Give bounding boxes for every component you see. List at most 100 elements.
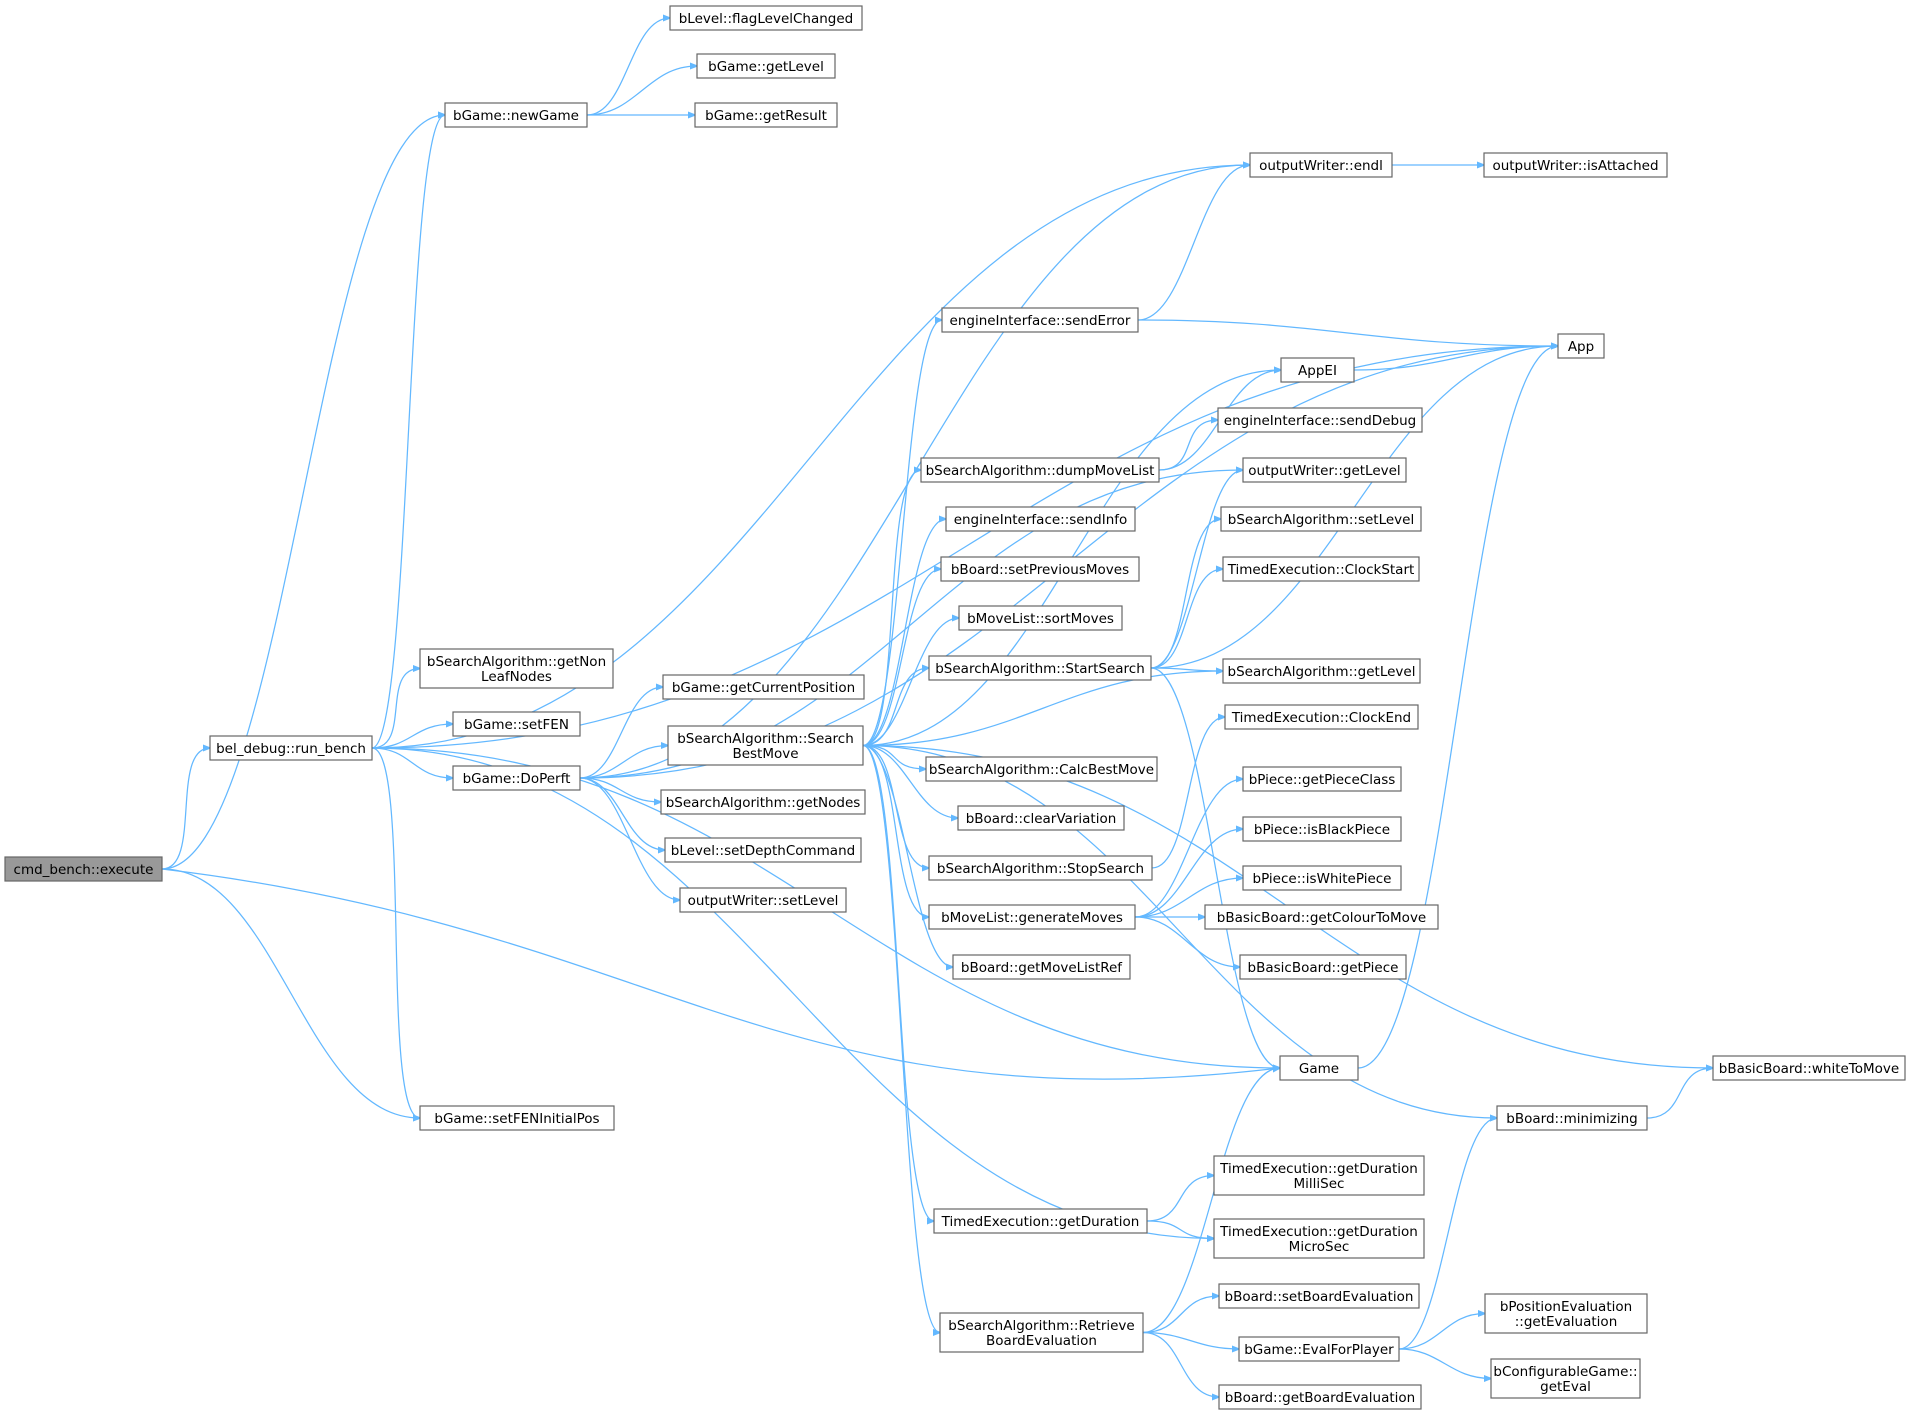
edge-dumpMoveList-to-sendDebug [1158, 420, 1218, 471]
node-box [1242, 457, 1407, 483]
node-setDepthCommand[interactable]: bLevel::setDepthCommand [664, 837, 862, 863]
node-label: engineInterface::sendInfo [954, 512, 1128, 528]
node-StartSearch[interactable]: bSearchAlgorithm::StartSearch [928, 655, 1152, 681]
node-ClockEnd[interactable]: TimedExecution::ClockEnd [1224, 704, 1419, 730]
node-setFEN[interactable]: bGame::setFEN [452, 711, 581, 737]
node-isBlackPiece[interactable]: bPiece::isBlackPiece [1242, 816, 1402, 842]
node-sendError[interactable]: engineInterface::sendError [941, 307, 1139, 333]
node-getPieceClass[interactable]: bPiece::getPieceClass [1242, 766, 1402, 792]
node-box [920, 457, 1160, 483]
edge-SearchBestMove-to-sendError [862, 320, 942, 747]
node-clearVariation[interactable]: bBoard::clearVariation [957, 805, 1125, 831]
node-setFENInitialPos[interactable]: bGame::setFENInitialPos [419, 1105, 615, 1131]
node-getMoveListRef[interactable]: bBoard::getMoveListRef [952, 954, 1131, 980]
node-getEval[interactable]: bConfigurableGame::getEval [1490, 1358, 1641, 1399]
edge-DoPerft-to-getCurrentPosition [579, 687, 663, 779]
edge-generateMoves-to-isBlackPiece [1134, 829, 1243, 918]
node-label: bConfigurableGame:: [1493, 1364, 1637, 1380]
node-box [1496, 1105, 1648, 1131]
node-DoPerft[interactable]: bGame::DoPerft [452, 765, 581, 791]
node-getResult[interactable]: bGame::getResult [694, 102, 838, 128]
node-StopSearch[interactable]: bSearchAlgorithm::StopSearch [928, 855, 1153, 881]
node-ClockStart[interactable]: TimedExecution::ClockStart [1222, 556, 1420, 582]
node-label: outputWriter::setLevel [688, 893, 839, 909]
node-box [952, 954, 1131, 980]
node-getNodes[interactable]: bSearchAlgorithm::getNodes [660, 789, 866, 815]
node-sortMoves[interactable]: bMoveList::sortMoves [958, 605, 1123, 631]
node-box [452, 711, 581, 737]
node-generateMoves[interactable]: bMoveList::generateMoves [928, 904, 1136, 930]
node-box [669, 5, 863, 31]
node-label: MicroSec [1289, 1239, 1350, 1255]
node-gameGetLevel[interactable]: bGame::getLevel [696, 53, 836, 79]
node-label: bGame::getCurrentPosition [672, 680, 855, 696]
edge-StartSearch-to-Game [1150, 667, 1280, 1068]
node-label: bGame::DoPerft [463, 771, 571, 787]
node-sendDebug[interactable]: engineInterface::sendDebug [1217, 407, 1423, 433]
edge-run_bench-to-setFENInitialPos [371, 747, 420, 1118]
node-getBoardEvaluation[interactable]: bBoard::getBoardEvaluation [1218, 1384, 1422, 1410]
node-getPiece[interactable]: bBasicBoard::getPiece [1239, 954, 1407, 980]
node-CalcBestMove[interactable]: bSearchAlgorithm::CalcBestMove [925, 756, 1158, 782]
node-box [933, 1208, 1148, 1234]
node-isWhitePiece[interactable]: bPiece::isWhitePiece [1242, 865, 1402, 891]
node-label: outputWriter::isAttached [1492, 158, 1658, 174]
node-label: bBasicBoard::whiteToMove [1719, 1061, 1899, 1077]
node-saGetLevel[interactable]: bSearchAlgorithm::getLevel [1222, 658, 1421, 684]
node-label: bel_debug::run_bench [216, 741, 366, 757]
node-getDuration[interactable]: TimedExecution::getDuration [933, 1208, 1148, 1234]
node-saSetLevel[interactable]: bSearchAlgorithm::setLevel [1220, 506, 1422, 532]
node-label: bSearchAlgorithm::setLevel [1228, 512, 1414, 528]
edge-SearchBestMove-to-clearVariation [862, 744, 958, 819]
node-label: TimedExecution::ClockStart [1227, 562, 1415, 578]
node-sendInfo[interactable]: engineInterface::sendInfo [945, 506, 1136, 532]
edge-EvalForPlayer-to-getEval [1398, 1348, 1491, 1379]
node-isAttached[interactable]: outputWriter::isAttached [1483, 152, 1668, 178]
node-newGame[interactable]: bGame::newGame [444, 102, 588, 128]
node-label: bBasicBoard::getPiece [1248, 960, 1399, 976]
node-box [452, 765, 581, 791]
node-box [1557, 333, 1605, 359]
node-getCurrentPosition[interactable]: bGame::getCurrentPosition [662, 674, 865, 700]
node-minimizing[interactable]: bBoard::minimizing [1496, 1105, 1648, 1131]
node-box [1218, 1384, 1422, 1410]
edge-run_bench-to-DoPerft [371, 747, 453, 778]
node-box [209, 735, 373, 761]
node-box [679, 887, 847, 913]
node-EvalForPlayer[interactable]: bGame::EvalForPlayer [1238, 1336, 1400, 1362]
node-owGetLevel[interactable]: outputWriter::getLevel [1242, 457, 1407, 483]
node-box [1213, 1218, 1425, 1259]
node-label: outputWriter::endl [1259, 158, 1383, 174]
node-AppEI[interactable]: AppEI [1280, 357, 1355, 383]
node-owSetLevel[interactable]: outputWriter::setLevel [679, 887, 847, 913]
edge-execute-to-newGame [161, 115, 445, 870]
edge-generateMoves-to-isWhitePiece [1134, 878, 1243, 918]
node-box [694, 102, 838, 128]
edge-SearchBestMove-to-dumpMoveList [862, 470, 921, 747]
node-run_bench[interactable]: bel_debug::run_bench [209, 735, 373, 761]
node-box [939, 1312, 1144, 1353]
node-endl[interactable]: outputWriter::endl [1249, 152, 1393, 178]
edge-RetrieveBoardEvaluation-to-getBoardEvaluation [1142, 1331, 1219, 1398]
node-setBoardEvaluation[interactable]: bBoard::setBoardEvaluation [1218, 1283, 1420, 1309]
node-label: bSearchAlgorithm::getNodes [666, 795, 861, 811]
node-setPreviousMoves[interactable]: bBoard::setPreviousMoves [940, 556, 1140, 582]
node-App[interactable]: App [1557, 333, 1605, 359]
node-getEvaluation[interactable]: bPositionEvaluation::getEvaluation [1484, 1293, 1648, 1334]
node-getColourToMove[interactable]: bBasicBoard::getColourToMove [1204, 904, 1439, 930]
edge-DoPerft-to-getNodes [579, 777, 661, 802]
node-flagLevelChanged[interactable]: bLevel::flagLevelChanged [669, 5, 863, 31]
node-whiteToMove[interactable]: bBasicBoard::whiteToMove [1712, 1055, 1906, 1081]
node-Game[interactable]: Game [1279, 1055, 1359, 1081]
node-box [940, 556, 1140, 582]
edge-StartSearch-to-saGetLevel [1150, 668, 1223, 671]
node-dumpMoveList[interactable]: bSearchAlgorithm::dumpMoveList [920, 457, 1160, 483]
node-label: bSearchAlgorithm::dumpMoveList [926, 463, 1155, 479]
node-execute[interactable]: cmd_bench::execute [4, 856, 163, 882]
node-RetrieveBoardEvaluation[interactable]: bSearchAlgorithm::RetrieveBoardEvaluatio… [939, 1312, 1144, 1353]
edge-RetrieveBoardEvaluation-to-EvalForPlayer [1142, 1331, 1239, 1350]
